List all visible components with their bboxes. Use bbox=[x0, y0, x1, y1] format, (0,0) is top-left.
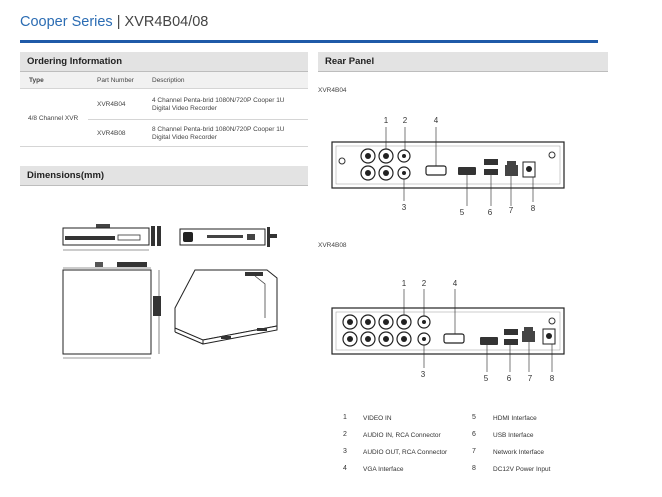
legend-label: Network Interface bbox=[493, 449, 544, 456]
desc-cell-line1: 8 Channel Penta-brid 1080N/720P Cooper 1… bbox=[152, 126, 285, 133]
perspective-view-drawing bbox=[174, 269, 278, 345]
legend-num: 1 bbox=[343, 414, 347, 421]
rear-panel-title: Rear Panel bbox=[325, 56, 375, 67]
callout-7: 7 bbox=[509, 206, 514, 215]
legend-num: 6 bbox=[472, 431, 476, 438]
rear-model-8ch: XVR4B08 bbox=[318, 242, 347, 249]
callout-2: 2 bbox=[403, 116, 408, 125]
legend-label: VIDEO IN bbox=[363, 415, 392, 422]
connector-legend: 1 VIDEO IN 2 AUDIO IN, RCA Connector 3 A… bbox=[340, 412, 580, 482]
callout-7: 7 bbox=[528, 374, 533, 383]
legend-label: USB Interface bbox=[493, 432, 534, 439]
legend-label: HDMI Interface bbox=[493, 415, 537, 422]
legend-num: 7 bbox=[472, 448, 476, 455]
col-type: Type bbox=[29, 77, 44, 84]
rear-view-drawing bbox=[179, 227, 277, 247]
dimensions-section-header: Dimensions(mm) bbox=[20, 166, 308, 186]
legend-label: AUDIO IN, RCA Connector bbox=[363, 432, 441, 439]
legend-num: 2 bbox=[343, 431, 347, 438]
col-part-number: Part Number bbox=[97, 77, 134, 84]
desc-cell-line2: Digital Video Recorder bbox=[152, 134, 217, 141]
col-description: Description bbox=[152, 77, 185, 84]
legend-num: 3 bbox=[343, 448, 347, 455]
callout-5: 5 bbox=[460, 208, 465, 217]
legend-num: 4 bbox=[343, 465, 347, 472]
front-view-drawing bbox=[62, 224, 161, 251]
rear-panel-4ch-drawing: 1 2 4 3 5 6 7 8 bbox=[331, 116, 565, 217]
callout-4: 4 bbox=[434, 116, 439, 125]
type-cell: 4/8 Channel XVR bbox=[28, 115, 79, 122]
desc-cell-line2: Digital Video Recorder bbox=[152, 105, 217, 112]
title-separator: | bbox=[116, 14, 121, 30]
rear-panel-section-header: Rear Panel bbox=[318, 52, 608, 72]
top-view-drawing bbox=[62, 262, 161, 359]
legend-num: 8 bbox=[472, 465, 476, 472]
callout-6: 6 bbox=[507, 374, 512, 383]
callout-2: 2 bbox=[422, 279, 427, 288]
ordering-title: Ordering Information bbox=[27, 56, 122, 67]
part-cell: XVR4B08 bbox=[97, 130, 126, 137]
callout-3: 3 bbox=[402, 203, 407, 212]
rear-panel-8ch-drawing: 1 2 4 3 5 6 7 8 bbox=[331, 279, 565, 383]
ordering-table-header bbox=[20, 72, 308, 88]
callout-8: 8 bbox=[550, 374, 555, 383]
callout-5: 5 bbox=[484, 374, 489, 383]
dimension-drawings bbox=[62, 224, 278, 359]
rear-model-4ch: XVR4B04 bbox=[318, 87, 347, 94]
part-cell: XVR4B04 bbox=[97, 101, 126, 108]
desc-cell-line1: 4 Channel Penta-brid 1080N/720P Cooper 1… bbox=[152, 97, 285, 104]
table-divider bbox=[20, 88, 308, 89]
callout-1: 1 bbox=[384, 116, 389, 125]
legend-label: VGA Interface bbox=[363, 466, 404, 473]
legend-num: 5 bbox=[472, 414, 476, 421]
callout-4: 4 bbox=[453, 279, 458, 288]
table-divider bbox=[88, 119, 308, 120]
series-name: Cooper Series bbox=[20, 14, 113, 30]
ordering-section-header: Ordering Information bbox=[20, 52, 308, 72]
page-title: Cooper Series | XVR4B04/08 bbox=[20, 14, 208, 30]
legend-label: DC12V Power Input bbox=[493, 466, 551, 473]
callout-8: 8 bbox=[531, 204, 536, 213]
callout-3: 3 bbox=[421, 370, 426, 379]
dimensions-title: Dimensions(mm) bbox=[27, 170, 105, 181]
callout-1: 1 bbox=[402, 279, 407, 288]
header-rule bbox=[20, 40, 598, 43]
table-divider bbox=[20, 146, 308, 147]
callout-6: 6 bbox=[488, 208, 493, 217]
legend-label: AUDIO OUT, RCA Connector bbox=[363, 449, 448, 456]
model-name: XVR4B04/08 bbox=[124, 14, 209, 30]
